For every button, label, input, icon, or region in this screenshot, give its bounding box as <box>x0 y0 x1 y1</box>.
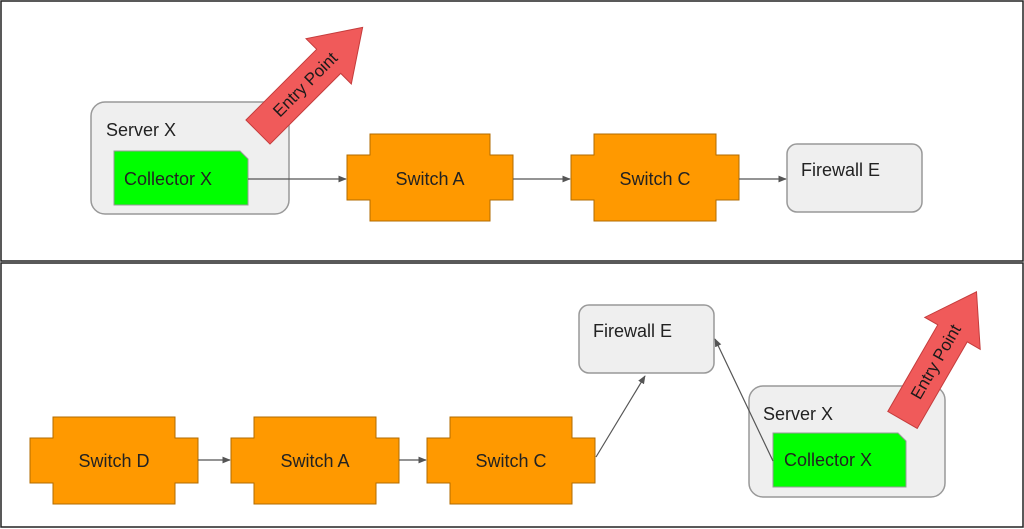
top-collector-label: Collector X <box>124 169 212 189</box>
top-firewall-label: Firewall E <box>801 160 880 180</box>
bottom-collector-node: Collector X <box>772 432 907 488</box>
bottom-switch-c-node: Switch C <box>426 416 596 505</box>
top-switch-c-node: Switch C <box>570 133 740 222</box>
bottom-firewall-box <box>578 304 715 374</box>
bottom-firewall-label: Firewall E <box>593 321 672 341</box>
bottom-entry-arrow-shape <box>887 290 981 430</box>
bottom-switch-a-node: Switch A <box>230 416 400 505</box>
bottom-collector-label: Collector X <box>784 450 872 470</box>
bottom-switch-a-shape <box>230 416 400 505</box>
top-server-label: Server X <box>106 120 176 140</box>
bottom-server-label: Server X <box>763 404 833 424</box>
top-firewall-box <box>786 143 923 213</box>
bottom-switch-a-label: Switch A <box>280 451 349 471</box>
top-switch-c-label: Switch C <box>619 169 690 189</box>
bottom-collector-box <box>772 432 907 488</box>
bottom-firewall-node: Firewall E <box>578 304 715 374</box>
top-switch-a-shape <box>346 133 514 222</box>
top-collector-node: Collector X <box>113 150 249 206</box>
top-entry-point-arrow: Entry Point <box>245 26 364 145</box>
top-switch-a-label: Switch A <box>395 169 464 189</box>
bottom-switch-d-label: Switch D <box>78 451 149 471</box>
top-panel <box>0 0 1024 262</box>
bottom-switch-c-label: Switch C <box>475 451 546 471</box>
bottom-connector-switch-c-firewall <box>595 375 646 458</box>
top-firewall-node: Firewall E <box>786 143 923 213</box>
top-entry-arrow-shape <box>245 26 364 145</box>
bottom-panel <box>0 262 1024 528</box>
top-entry-point-label: Entry Point <box>269 48 341 120</box>
bottom-connector-collector-firewall <box>714 338 774 462</box>
top-switch-a-node: Switch A <box>346 133 514 222</box>
top-collector-box <box>113 150 249 206</box>
bottom-switch-c-shape <box>426 416 596 505</box>
bottom-switch-d-node: Switch D <box>29 416 199 505</box>
top-switch-c-shape <box>570 133 740 222</box>
bottom-switch-d-shape <box>29 416 199 505</box>
